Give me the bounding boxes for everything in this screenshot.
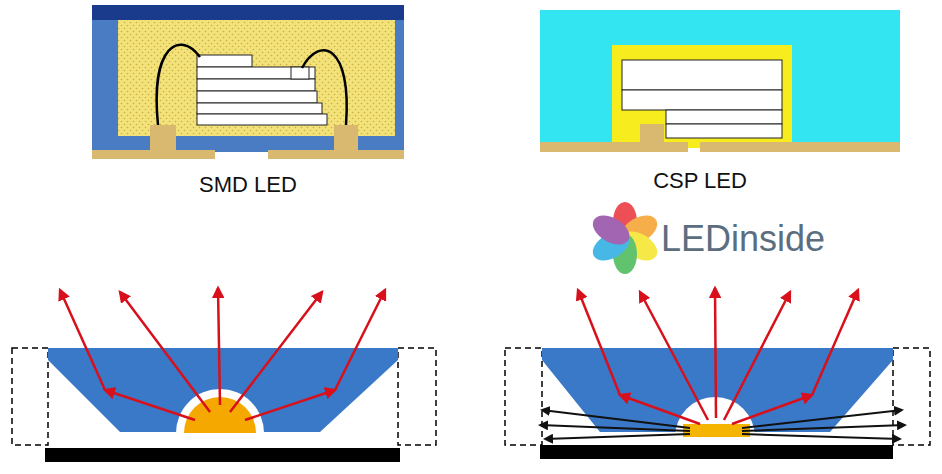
smd-package-part-part	[291, 67, 309, 79]
smd-light-rays-part	[60, 290, 105, 390]
csp-side-rays	[540, 410, 905, 439]
csp-reflector-part	[893, 348, 930, 445]
csp-package-part-part	[666, 124, 782, 138]
csp-light-rays-part	[640, 292, 708, 420]
csp-light-rays-part	[724, 292, 790, 420]
smd-light-rays-part	[218, 288, 220, 405]
csp-side-rays-part	[742, 425, 905, 431]
csp-package-part	[640, 124, 664, 144]
smd-reflector-part	[12, 348, 48, 445]
smd-package-part	[118, 20, 395, 130]
csp-side-rays-part	[540, 425, 690, 431]
csp-side-rays-part	[742, 434, 900, 439]
csp-package-part-part	[666, 110, 782, 124]
smd-light-rays-part	[230, 292, 322, 412]
smd-package-part	[157, 45, 200, 125]
smd-package-part	[197, 55, 327, 125]
csp-light-rays-part	[578, 290, 620, 395]
smd-package-part-part	[197, 103, 322, 114]
smd-package	[92, 5, 404, 159]
smd-package-part	[268, 150, 404, 159]
smd-light-rays-part	[335, 290, 385, 390]
csp-reflector-part	[540, 445, 893, 459]
smd-reflector-part	[48, 348, 398, 432]
csp-light-rays-part	[715, 288, 716, 418]
logo-watermark: LEDinside	[661, 221, 825, 257]
smd-package-part-part	[197, 79, 315, 91]
csp-reflector-part	[683, 424, 750, 437]
smd-light-rays-part	[105, 390, 195, 420]
csp-package-part-part	[622, 60, 782, 90]
csp-reflector-part	[505, 348, 542, 445]
smd-package-part	[302, 50, 347, 125]
logo-flower	[588, 202, 662, 274]
smd-package-part	[334, 125, 358, 152]
csp-side-rays-part	[545, 434, 690, 439]
smd-reflector-part	[170, 433, 270, 448]
csp-package-part	[540, 10, 900, 148]
smd-light-rays	[60, 288, 385, 420]
csp-light-rays-part	[620, 395, 700, 424]
smd-package-part	[92, 20, 404, 152]
smd-package-part-part	[197, 114, 327, 125]
csp-package-part	[700, 142, 900, 152]
smd-reflector-part	[45, 448, 400, 462]
package-label: SMD LED	[199, 174, 297, 196]
smd-package-part-part	[197, 67, 315, 79]
csp-reflector-part	[600, 437, 830, 445]
csp-package-part-part	[622, 90, 782, 110]
csp-package	[540, 10, 900, 152]
smd-light-rays-part	[245, 390, 335, 420]
smd-package-part	[150, 125, 176, 152]
csp-reflector	[505, 348, 930, 459]
csp-light-rays-part	[732, 395, 812, 424]
logo-flower-part	[588, 210, 635, 251]
smd-package-part	[92, 5, 404, 20]
smd-package-part-part	[197, 91, 317, 103]
csp-light-rays	[578, 288, 858, 424]
package-label: CSP LED	[653, 170, 747, 192]
csp-package-part	[540, 142, 688, 152]
smd-package-part-part	[197, 55, 252, 67]
csp-package-part	[612, 45, 792, 148]
smd-package-part	[215, 140, 268, 150]
csp-light-rays-part	[812, 290, 858, 395]
smd-package-part	[92, 150, 215, 159]
smd-reflector	[12, 348, 436, 462]
smd-light-rays-part	[120, 292, 210, 412]
smd-reflector-part	[398, 348, 436, 445]
